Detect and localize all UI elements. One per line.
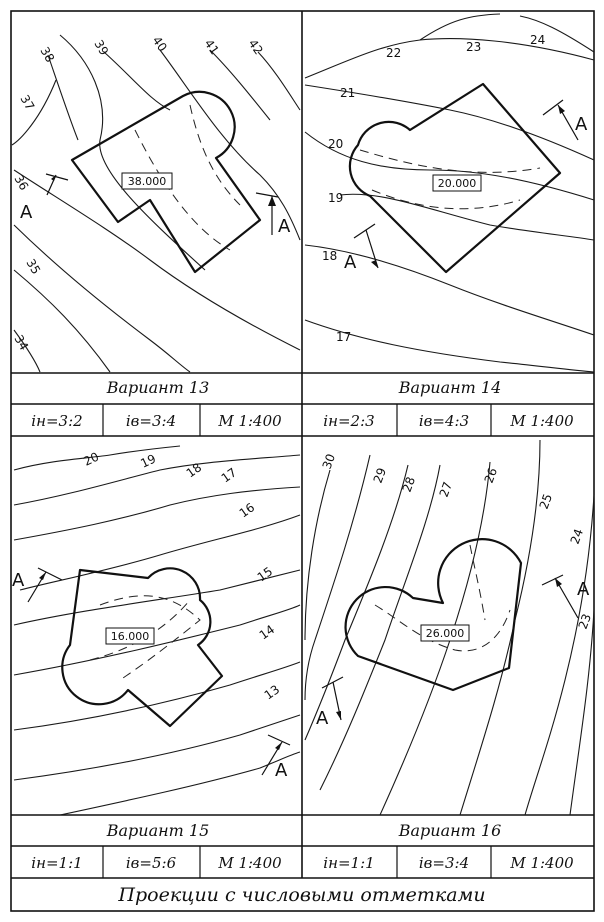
- contour-label: 25: [537, 492, 555, 511]
- platform-centerline: [359, 149, 541, 173]
- section-mark: А: [12, 570, 25, 591]
- contour-label: 36: [11, 173, 31, 193]
- contour-label: 20: [328, 137, 343, 151]
- contour-lines: [304, 13, 595, 373]
- platform-centerline: [469, 544, 486, 621]
- contour-label: 39: [91, 38, 111, 58]
- contour-label: 19: [328, 191, 343, 205]
- contour-label: 22: [386, 46, 401, 60]
- slope-param: iн=1:1: [31, 854, 82, 872]
- elevation-label: 20.000: [438, 177, 477, 190]
- contour-label: 40: [150, 34, 170, 55]
- platform-centerline: [99, 595, 201, 681]
- sheet-title: Проекции с числовыми отметками: [117, 884, 485, 906]
- variant-16-panel: 30 29 28 27 26 25 24 23 26.000 А А: [304, 439, 595, 816]
- contour-label: 16: [237, 500, 258, 520]
- contour-label: 17: [219, 465, 240, 485]
- contour-label: 29: [371, 466, 389, 485]
- section-arrow-icon: [45, 173, 69, 196]
- contour-label: 14: [257, 622, 278, 642]
- slope-param: iв=4:3: [419, 412, 469, 430]
- scale-label: М 1:400: [217, 412, 282, 430]
- elevation-label: 16.000: [111, 630, 150, 643]
- scale-label: М 1:400: [509, 412, 574, 430]
- section-arrow-icon: [321, 676, 344, 721]
- slope-param: iв=5:6: [126, 854, 177, 872]
- contour-label: 18: [322, 249, 337, 263]
- section-mark: А: [20, 202, 33, 223]
- contour-label: 41: [202, 37, 222, 58]
- contour-label: 34: [11, 333, 31, 353]
- elevation-box: [105, 627, 155, 645]
- section-mark: А: [275, 760, 288, 781]
- scale-label: М 1:400: [509, 854, 574, 872]
- slope-param: iн=2:3: [323, 412, 374, 430]
- variant-title: Вариант 14: [398, 378, 502, 397]
- section-arrow-icon: [255, 192, 279, 235]
- section-arrow-icon: [542, 99, 579, 141]
- platform-centerline: [134, 129, 231, 251]
- elevation-label: 38.000: [128, 175, 167, 188]
- platform-outline: [348, 82, 562, 274]
- section-mark: А: [577, 579, 590, 600]
- slope-param: iв=3:4: [419, 854, 469, 872]
- elevation-label: 26.000: [426, 627, 465, 640]
- platform-centerline: [371, 189, 521, 210]
- platform-outline: [70, 90, 262, 274]
- platform-centerline: [374, 604, 511, 652]
- contour-label: 37: [17, 93, 37, 113]
- variant-title: Вариант 16: [398, 821, 502, 840]
- slope-param: iн=3:2: [31, 412, 82, 430]
- contour-label: 28: [400, 475, 418, 494]
- contour-label: 23: [576, 612, 594, 631]
- section-mark: А: [316, 708, 329, 729]
- elevation-box: [420, 624, 470, 642]
- contour-label: 23: [466, 40, 481, 54]
- contour-label: 17: [336, 330, 351, 344]
- contour-label: 26: [482, 466, 500, 485]
- contour-label: 35: [23, 257, 43, 277]
- section-arrow-icon: [353, 223, 379, 269]
- variant-title: Вариант 13: [106, 378, 210, 397]
- section-mark: А: [575, 114, 588, 135]
- contour-label: 30: [320, 452, 338, 471]
- contour-label: 38: [37, 45, 57, 65]
- section-mark: А: [278, 216, 291, 237]
- contour-lines: [13, 445, 301, 816]
- contour-label: 13: [262, 682, 283, 702]
- contour-label: 24: [530, 33, 545, 47]
- section-arrow-icon: [541, 574, 579, 619]
- slope-param: iн=1:1: [323, 854, 374, 872]
- variant-15-panel: 20 19 18 17 16 15 14 13 16.000 А А: [12, 445, 301, 816]
- contour-label: 19: [138, 452, 158, 471]
- contour-label: 42: [246, 37, 266, 58]
- elevation-box: [121, 172, 173, 190]
- platform-outline: [344, 538, 523, 692]
- slope-param: iв=3:4: [126, 412, 176, 430]
- section-arrow-icon: [27, 567, 63, 603]
- section-arrow-icon: [261, 734, 291, 776]
- variant-title: Вариант 15: [106, 821, 210, 840]
- platform-centerline: [189, 104, 241, 206]
- contour-label: 20: [81, 450, 101, 469]
- contour-lines: [11, 34, 301, 373]
- contour-label: 21: [340, 86, 355, 100]
- variant-14-panel: 22 23 24 21 20 19 18 17 20.000 А А: [304, 13, 595, 373]
- contour-label: 27: [437, 480, 455, 499]
- elevation-box: [432, 174, 482, 192]
- platform-outline: [61, 567, 224, 728]
- variant-13-panel: 38 39 40 41 42 37 36 35 34 38.000 А А: [11, 34, 301, 373]
- contour-label: 15: [255, 564, 276, 584]
- contour-label: 24: [568, 527, 586, 546]
- section-mark: А: [344, 252, 357, 273]
- scale-label: М 1:400: [217, 854, 282, 872]
